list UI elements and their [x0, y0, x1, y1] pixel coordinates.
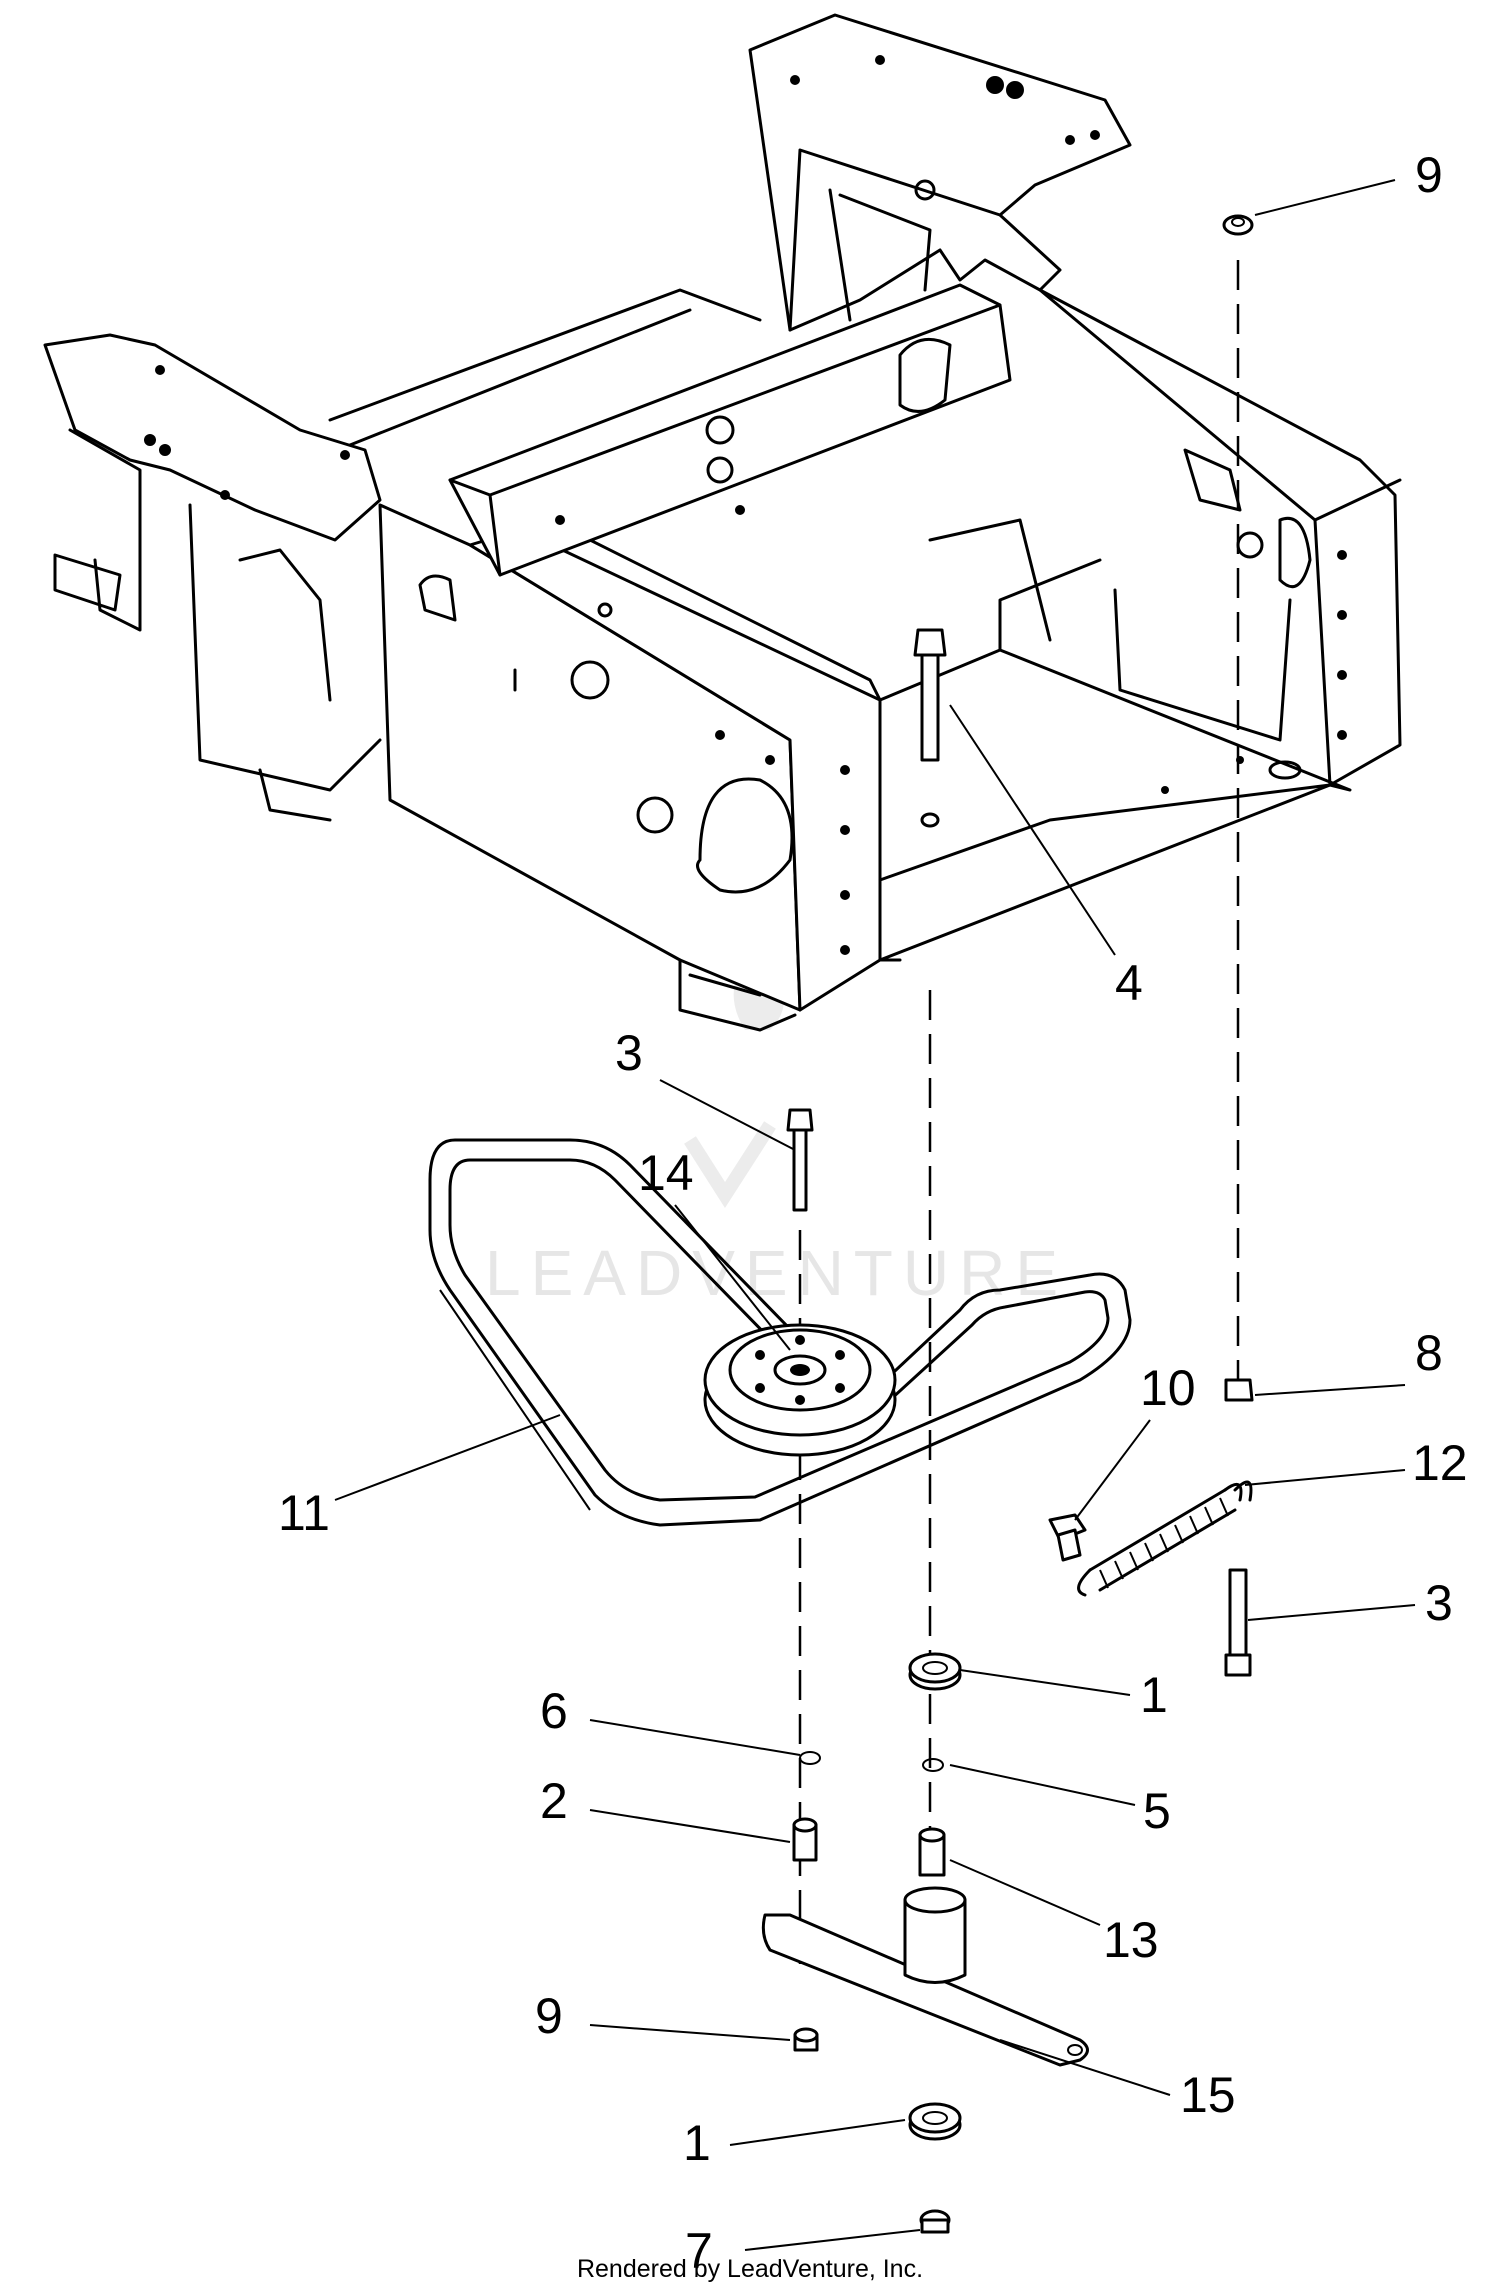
part-1-lower-washer — [908, 2102, 962, 2141]
footer-credit: Rendered by LeadVenture, Inc. — [576, 2255, 924, 2283]
part-12-spring — [1077, 1480, 1253, 1597]
callout-3-lower: 3 — [1425, 1575, 1453, 1631]
callout-9-top: 9 — [1415, 147, 1443, 203]
leader-lines — [334, 179, 1416, 2251]
part-3-lower-bolt — [1224, 1568, 1252, 1677]
assembly-center-lines — [798, 260, 1240, 1975]
callout-13: 13 — [1103, 1912, 1159, 1968]
callout-9-lower: 9 — [535, 1988, 563, 2044]
part-6-ring — [799, 1751, 821, 1765]
mower-frame — [43, 13, 1402, 1032]
part-15-idler-arm — [761, 1886, 1089, 2067]
callout-2: 2 — [540, 1773, 568, 1829]
part-9-top-nut — [1222, 214, 1254, 236]
part-13-bushing — [918, 1827, 946, 1877]
callout-10: 10 — [1140, 1360, 1196, 1416]
callout-11: 11 — [278, 1485, 330, 1541]
callout-6: 6 — [540, 1683, 568, 1739]
part-5-ring — [922, 1758, 944, 1772]
part-9-lower-nut — [793, 2027, 819, 2052]
callout-1-upper: 1 — [1140, 1667, 1168, 1723]
callout-5: 5 — [1143, 1783, 1171, 1839]
callout-1-lower: 1 — [683, 2115, 711, 2171]
callout-12: 12 — [1412, 1435, 1468, 1491]
part-8-nut — [1224, 1378, 1254, 1402]
callout-14: 14 — [638, 1145, 694, 1201]
watermark: LEADVENTURE — [485, 955, 1068, 1309]
part-4-bolt — [913, 628, 947, 762]
part-10-bolt — [1048, 1513, 1087, 1562]
part-3-upper-bolt — [786, 1108, 814, 1212]
callout-3-upper: 3 — [615, 1025, 643, 1081]
watermark-text: LEADVENTURE — [485, 1237, 1068, 1309]
part-7-clip — [919, 2209, 951, 2234]
part-2-bushing — [792, 1817, 818, 1862]
callout-15: 15 — [1180, 2067, 1236, 2123]
part-1-upper-washer — [908, 1652, 962, 1691]
callouts: 9 4 3 14 10 8 12 11 3 1 6 5 2 13 9 15 1 … — [278, 147, 1468, 2279]
callout-8: 8 — [1415, 1325, 1443, 1381]
part-14-pulley — [703, 1323, 897, 1457]
callout-4: 4 — [1115, 955, 1143, 1011]
callout-7: 7 — [685, 2223, 713, 2279]
